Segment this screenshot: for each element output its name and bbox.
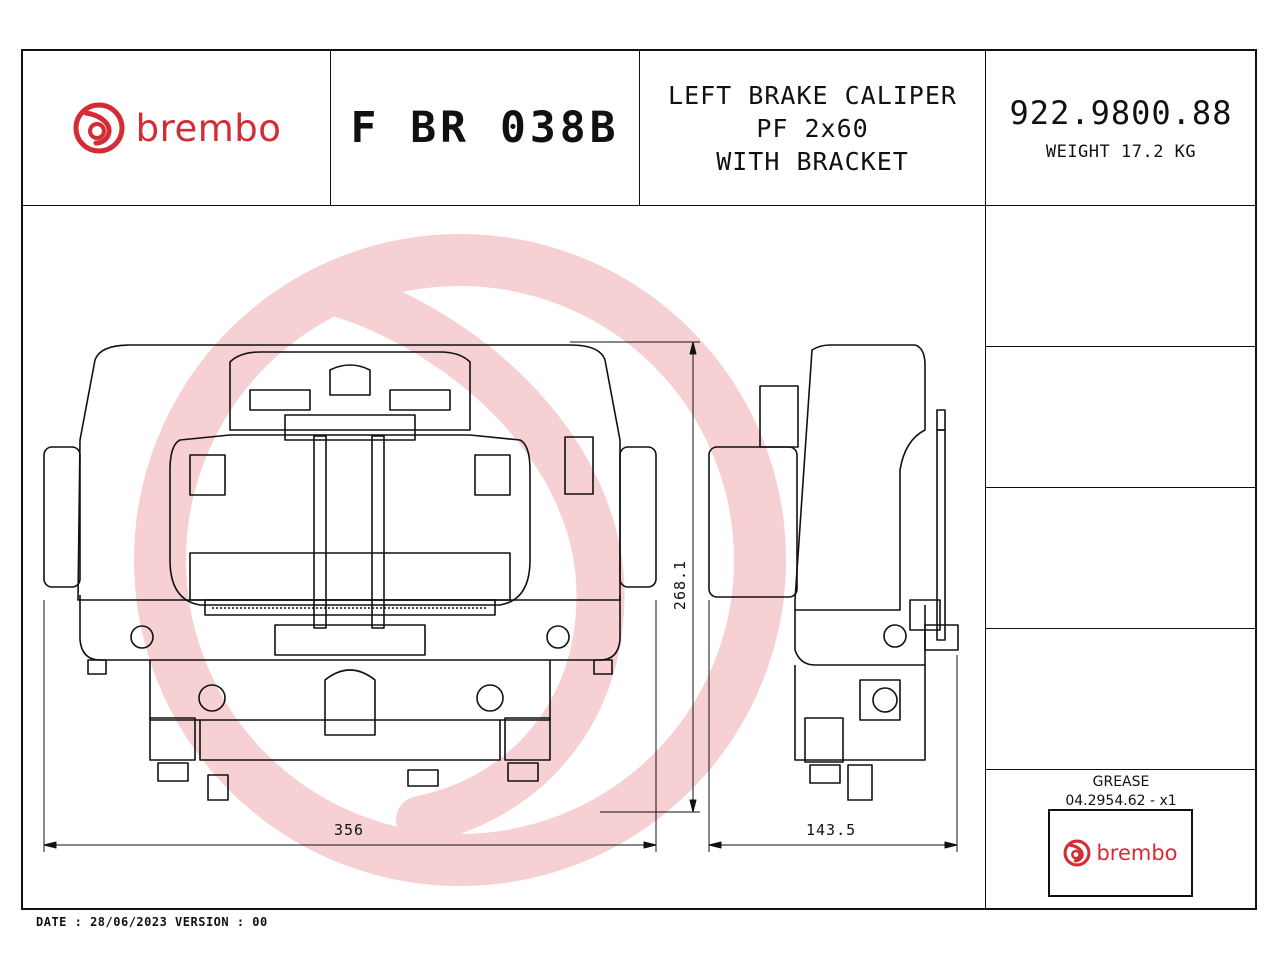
- grease-brand-logo: brembo: [1063, 839, 1178, 867]
- brembo-logo-icon: [73, 102, 125, 154]
- description-line: LEFT BRAKE CALIPER: [668, 80, 957, 110]
- side-row-divider: [985, 628, 1257, 629]
- dimension-width-label: 356: [334, 821, 365, 839]
- brand-wordmark: brembo: [1096, 841, 1178, 865]
- description-line: PF 2x60: [756, 113, 869, 143]
- header-divider: [639, 49, 640, 205]
- brand-cell: brembo: [23, 51, 330, 205]
- part-code: F BR 038B: [350, 103, 620, 153]
- dimension-lines: [43, 341, 958, 852]
- brand-wordmark: brembo: [135, 106, 282, 150]
- weight-label: WEIGHT 17.2 KG: [1045, 142, 1197, 162]
- description-cell: LEFT BRAKE CALIPER PF 2x60 WITH BRACKET: [640, 51, 985, 205]
- dimension-height-label: 268.1: [671, 559, 690, 611]
- part-code-cell: F BR 038B: [331, 51, 639, 205]
- grease-label: GREASE: [1092, 774, 1150, 790]
- reference-cell: 922.9800.88 WEIGHT 17.2 KG: [986, 51, 1256, 205]
- reference-number: 922.9800.88: [1009, 94, 1233, 132]
- header-divider: [330, 49, 331, 205]
- brembo-logo-icon: [1063, 839, 1091, 867]
- side-column-divider: [985, 49, 986, 910]
- caliper-front-view: [43, 344, 657, 801]
- side-row-divider: [985, 346, 1257, 347]
- grease-brand-box: brembo: [1048, 809, 1193, 897]
- description-line: WITH BRACKET: [716, 146, 909, 176]
- grease-code: 04.2954.62 - x1: [1065, 793, 1177, 809]
- side-row-divider: [985, 487, 1257, 488]
- dimension-depth-label: 143.5: [806, 821, 857, 839]
- side-row-divider: [985, 769, 1257, 770]
- footer-date-version: DATE : 28/06/2023 VERSION : 00: [36, 915, 268, 929]
- brand-logo: brembo: [72, 101, 282, 155]
- header-divider: [21, 205, 1257, 206]
- caliper-side-view: [708, 344, 959, 801]
